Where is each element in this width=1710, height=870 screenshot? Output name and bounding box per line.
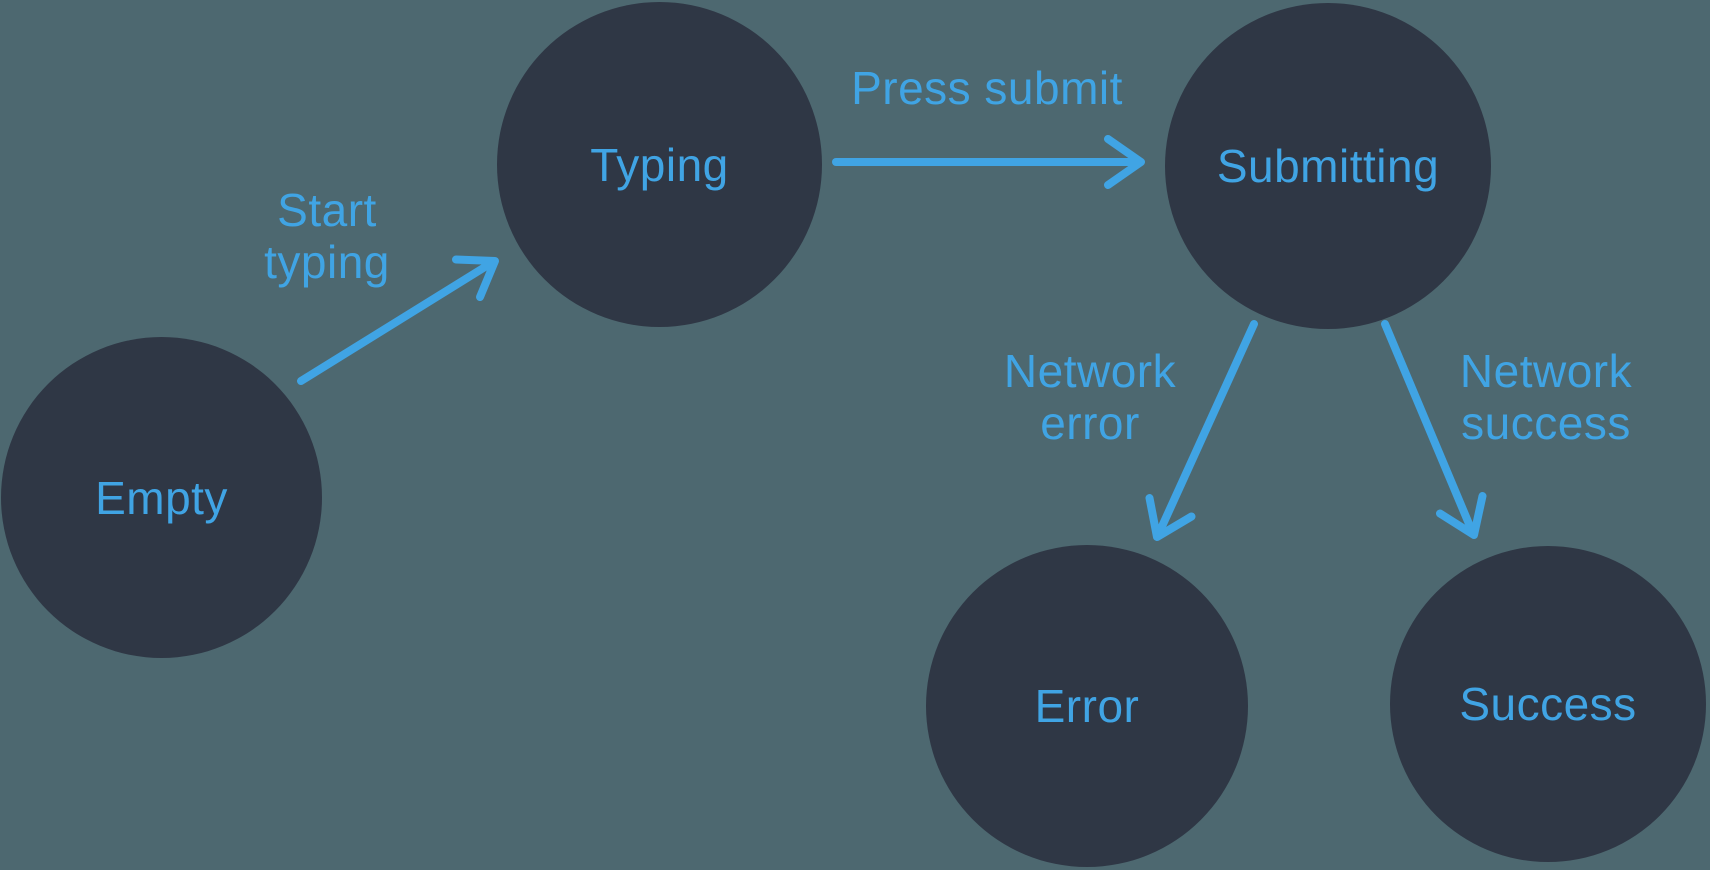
state-node-submitting: Submitting [1165,3,1491,329]
transition-arrow-press-submit [832,135,1145,189]
transition-label-network-error: Network error [1003,345,1177,449]
state-node-empty: Empty [1,337,322,658]
state-node-typing: Typing [497,2,822,327]
transition-arrow-start-typing [297,255,499,385]
state-label-success: Success [1459,678,1637,730]
transition-arrow-network-success [1381,320,1487,539]
transition-label-press-submit: Press submit [851,62,1123,114]
state-label-empty: Empty [95,471,228,524]
transition-arrow-network-error [1145,320,1258,541]
state-label-typing: Typing [590,138,729,191]
state-label-submitting: Submitting [1216,140,1440,192]
state-node-error: Error [926,545,1248,867]
state-node-success: Success [1390,546,1706,862]
state-label-error: Error [1034,680,1140,732]
transition-label-network-success: Network success [1459,345,1633,449]
transition-label-start-typing: Start typing [264,184,390,288]
